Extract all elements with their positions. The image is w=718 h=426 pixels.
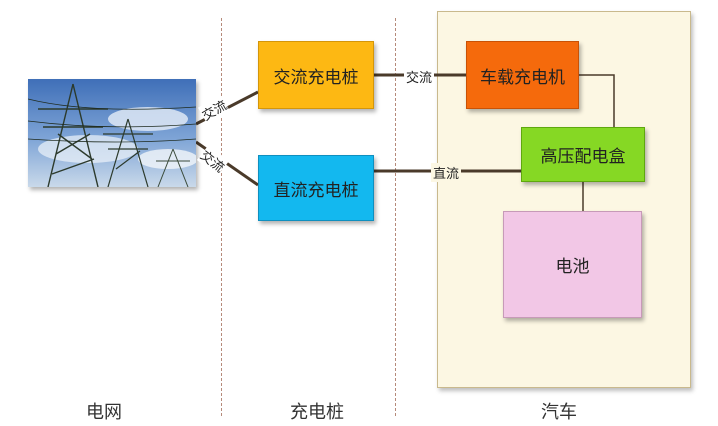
- zone-label-grid: 电网: [86, 402, 122, 423]
- wire-obc-to-pdu: [579, 74, 615, 127]
- pile-car-divider: [395, 18, 396, 416]
- grid-pile-divider: [221, 18, 222, 416]
- power-tower-photo: [28, 79, 196, 187]
- ac-charging-pile-block: 交流充电桩: [258, 41, 374, 109]
- battery-block: 电池: [503, 211, 642, 318]
- zone-label-car: 汽车: [541, 402, 577, 423]
- hv-distribution-box-block: 高压配电盒: [521, 127, 645, 182]
- zone-label-pile: 充电桩: [290, 402, 344, 423]
- label-dc-to-pdu: 直流: [431, 163, 462, 182]
- onboard-charger-block: 车载充电机: [466, 41, 579, 109]
- label-ac-to-obc: 交流: [404, 67, 435, 86]
- dc-charging-pile-block: 直流充电桩: [258, 155, 374, 221]
